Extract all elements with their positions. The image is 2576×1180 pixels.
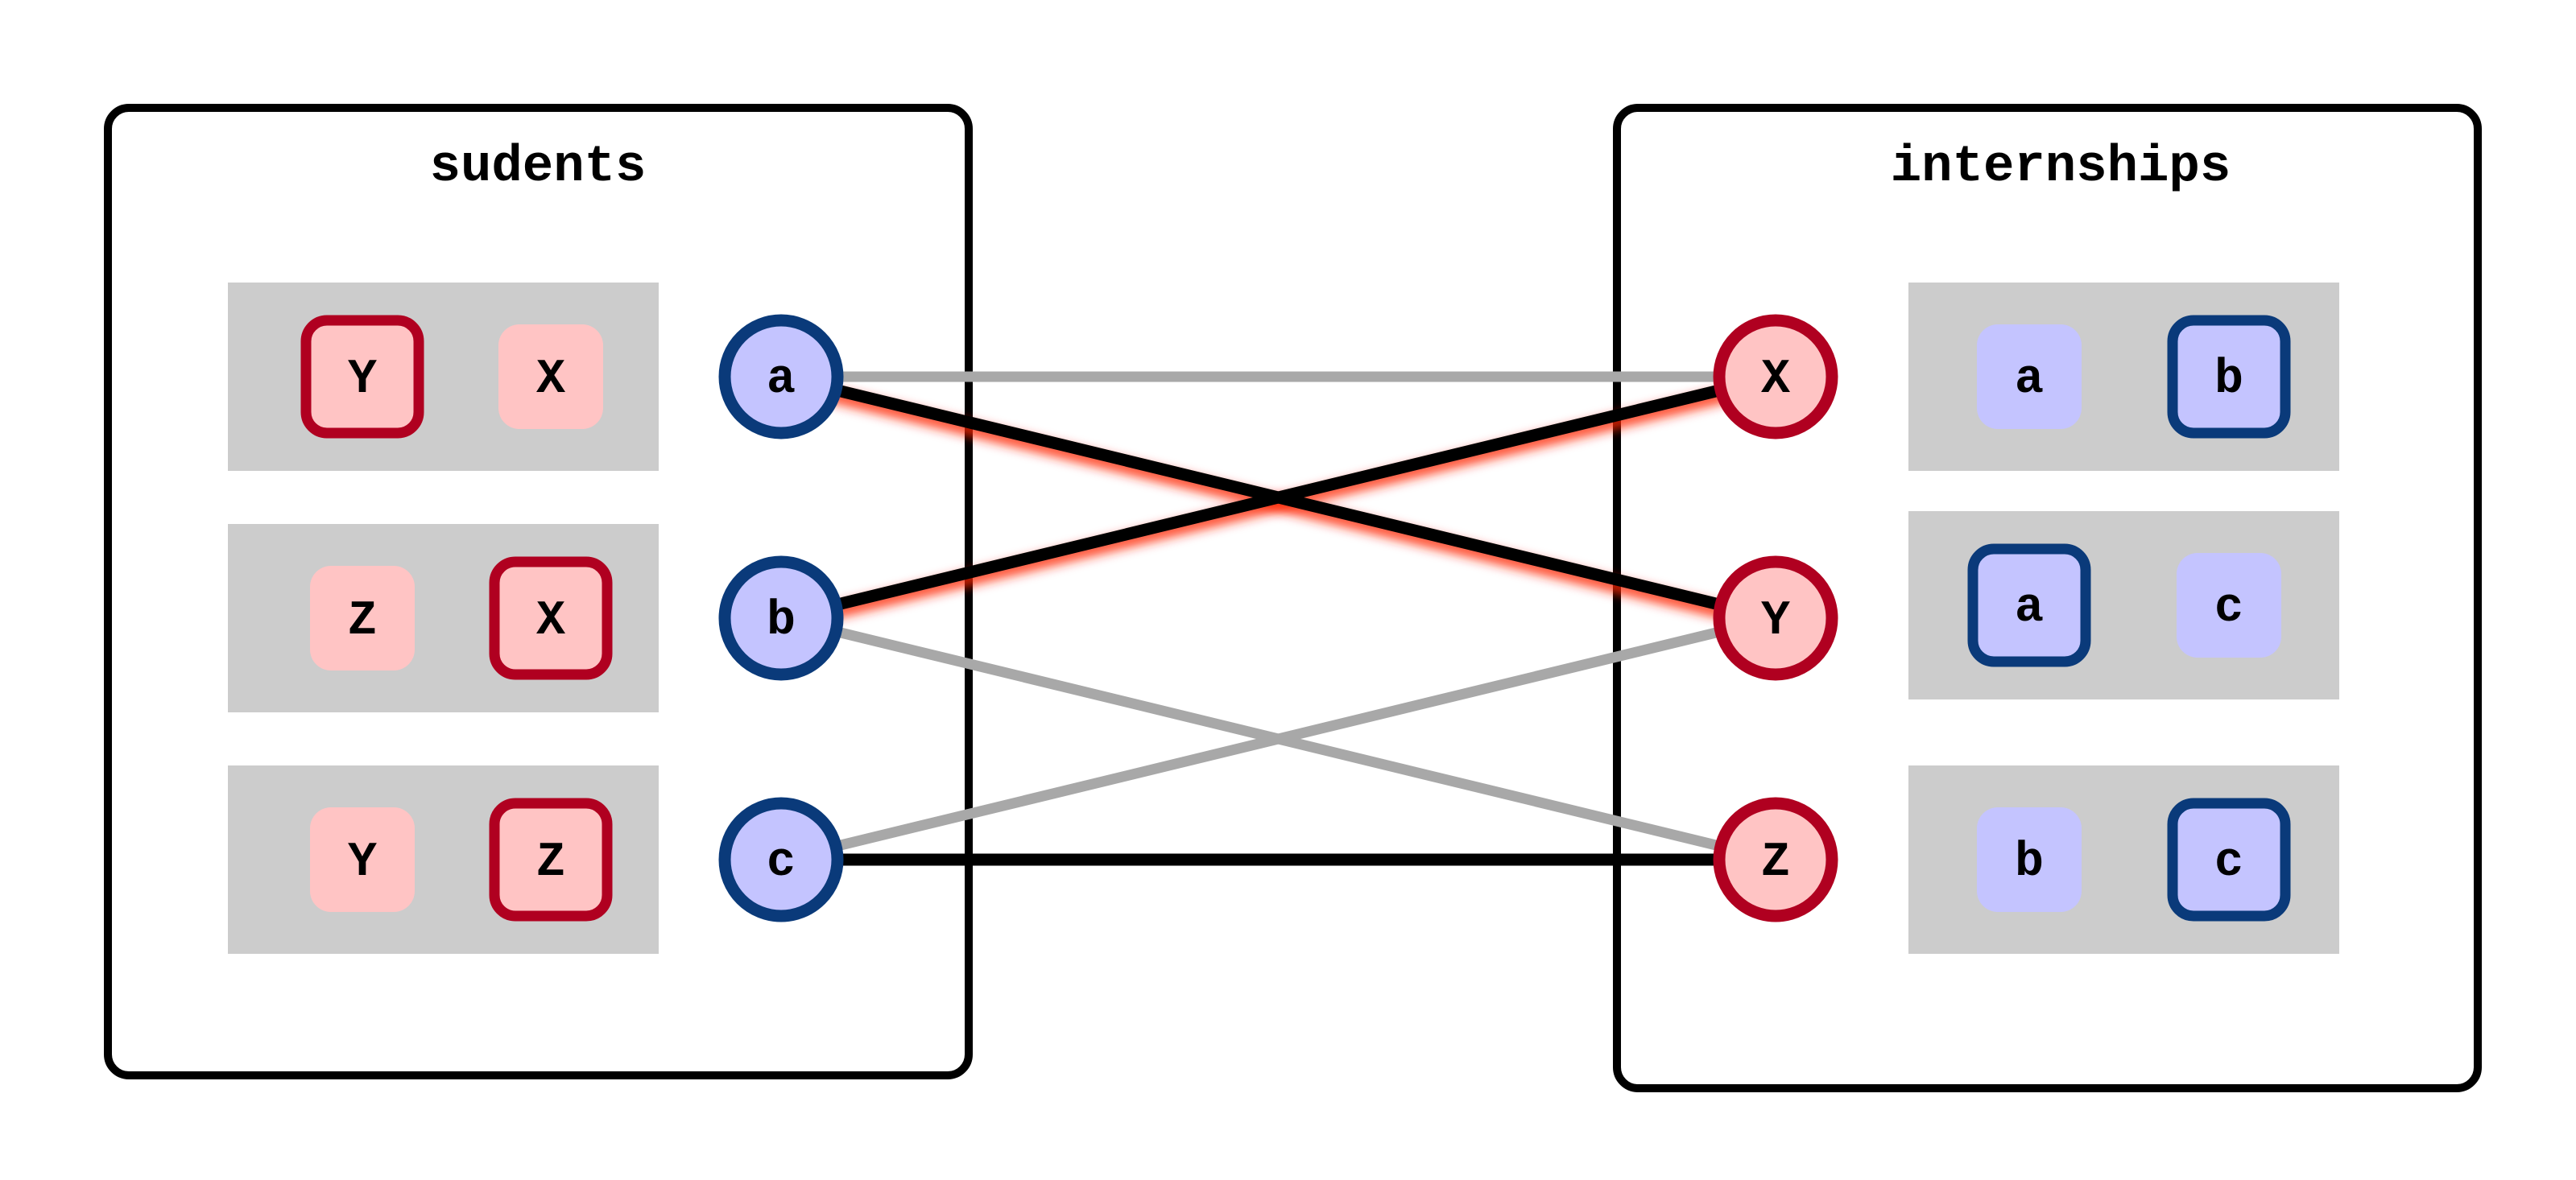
internship-node-label: Y	[1761, 594, 1790, 649]
student-preference-panels: Y X Z X Y Z	[228, 283, 659, 954]
candidate-edge-c-Y	[779, 613, 1777, 865]
internship-node-Z	[1713, 797, 1838, 922]
internship-node-label: Z	[1761, 835, 1790, 890]
preference-chip-label: Y	[348, 353, 377, 407]
student-nodes: a b c	[718, 314, 844, 922]
students-frame	[104, 104, 973, 1079]
matched-edge-glow	[779, 377, 1777, 631]
student-node-c	[718, 797, 844, 922]
internship-node-Y	[1713, 555, 1838, 681]
preference-chip	[498, 324, 603, 429]
matched-edge-layer	[779, 370, 1777, 866]
preference-chip-label: X	[536, 353, 565, 407]
preference-chip	[489, 556, 613, 680]
preference-chip	[300, 315, 424, 439]
student-node-b	[718, 555, 844, 681]
preference-chip-label: Z	[536, 835, 565, 890]
preference-chip	[310, 807, 415, 912]
preference-chip-label: c	[2214, 835, 2243, 890]
preference-chip	[310, 566, 415, 670]
candidate-edge-layer	[779, 371, 1777, 865]
internship-node-X	[1713, 314, 1838, 439]
preference-chip	[1977, 324, 2082, 429]
preference-chip-label: b	[2214, 353, 2243, 407]
preference-chip-label: X	[536, 594, 565, 649]
matched-edge-glow-layer	[779, 377, 1777, 873]
preference-chip	[1977, 807, 2082, 912]
preference-chip-label: Z	[348, 594, 377, 649]
preference-chip-label: Y	[348, 835, 377, 890]
student-node-label: b	[767, 594, 796, 649]
preference-chip	[2167, 798, 2291, 922]
preference-chip-label: a	[2015, 353, 2044, 407]
internships-title: internships	[1891, 138, 2231, 196]
student-node-label: c	[767, 835, 796, 890]
preference-chip-label: c	[2214, 581, 2243, 636]
preference-chip	[489, 798, 613, 922]
students-title: sudents	[430, 138, 647, 196]
student-node-label: a	[767, 353, 796, 407]
internships-frame	[1613, 104, 2482, 1092]
matched-edge-b-X	[779, 370, 1777, 625]
preference-chip	[1967, 543, 2091, 667]
preference-chip-label: a	[2015, 581, 2044, 636]
internship-node-label: X	[1761, 353, 1790, 407]
preference-chip	[2167, 315, 2291, 439]
student-node-a	[718, 314, 844, 439]
internship-nodes: X Y Z	[1713, 314, 1838, 922]
preference-chip	[2177, 553, 2281, 658]
internship-preference-panels: a b a c b c	[1908, 283, 2339, 954]
preference-chip-label: b	[2015, 835, 2044, 890]
